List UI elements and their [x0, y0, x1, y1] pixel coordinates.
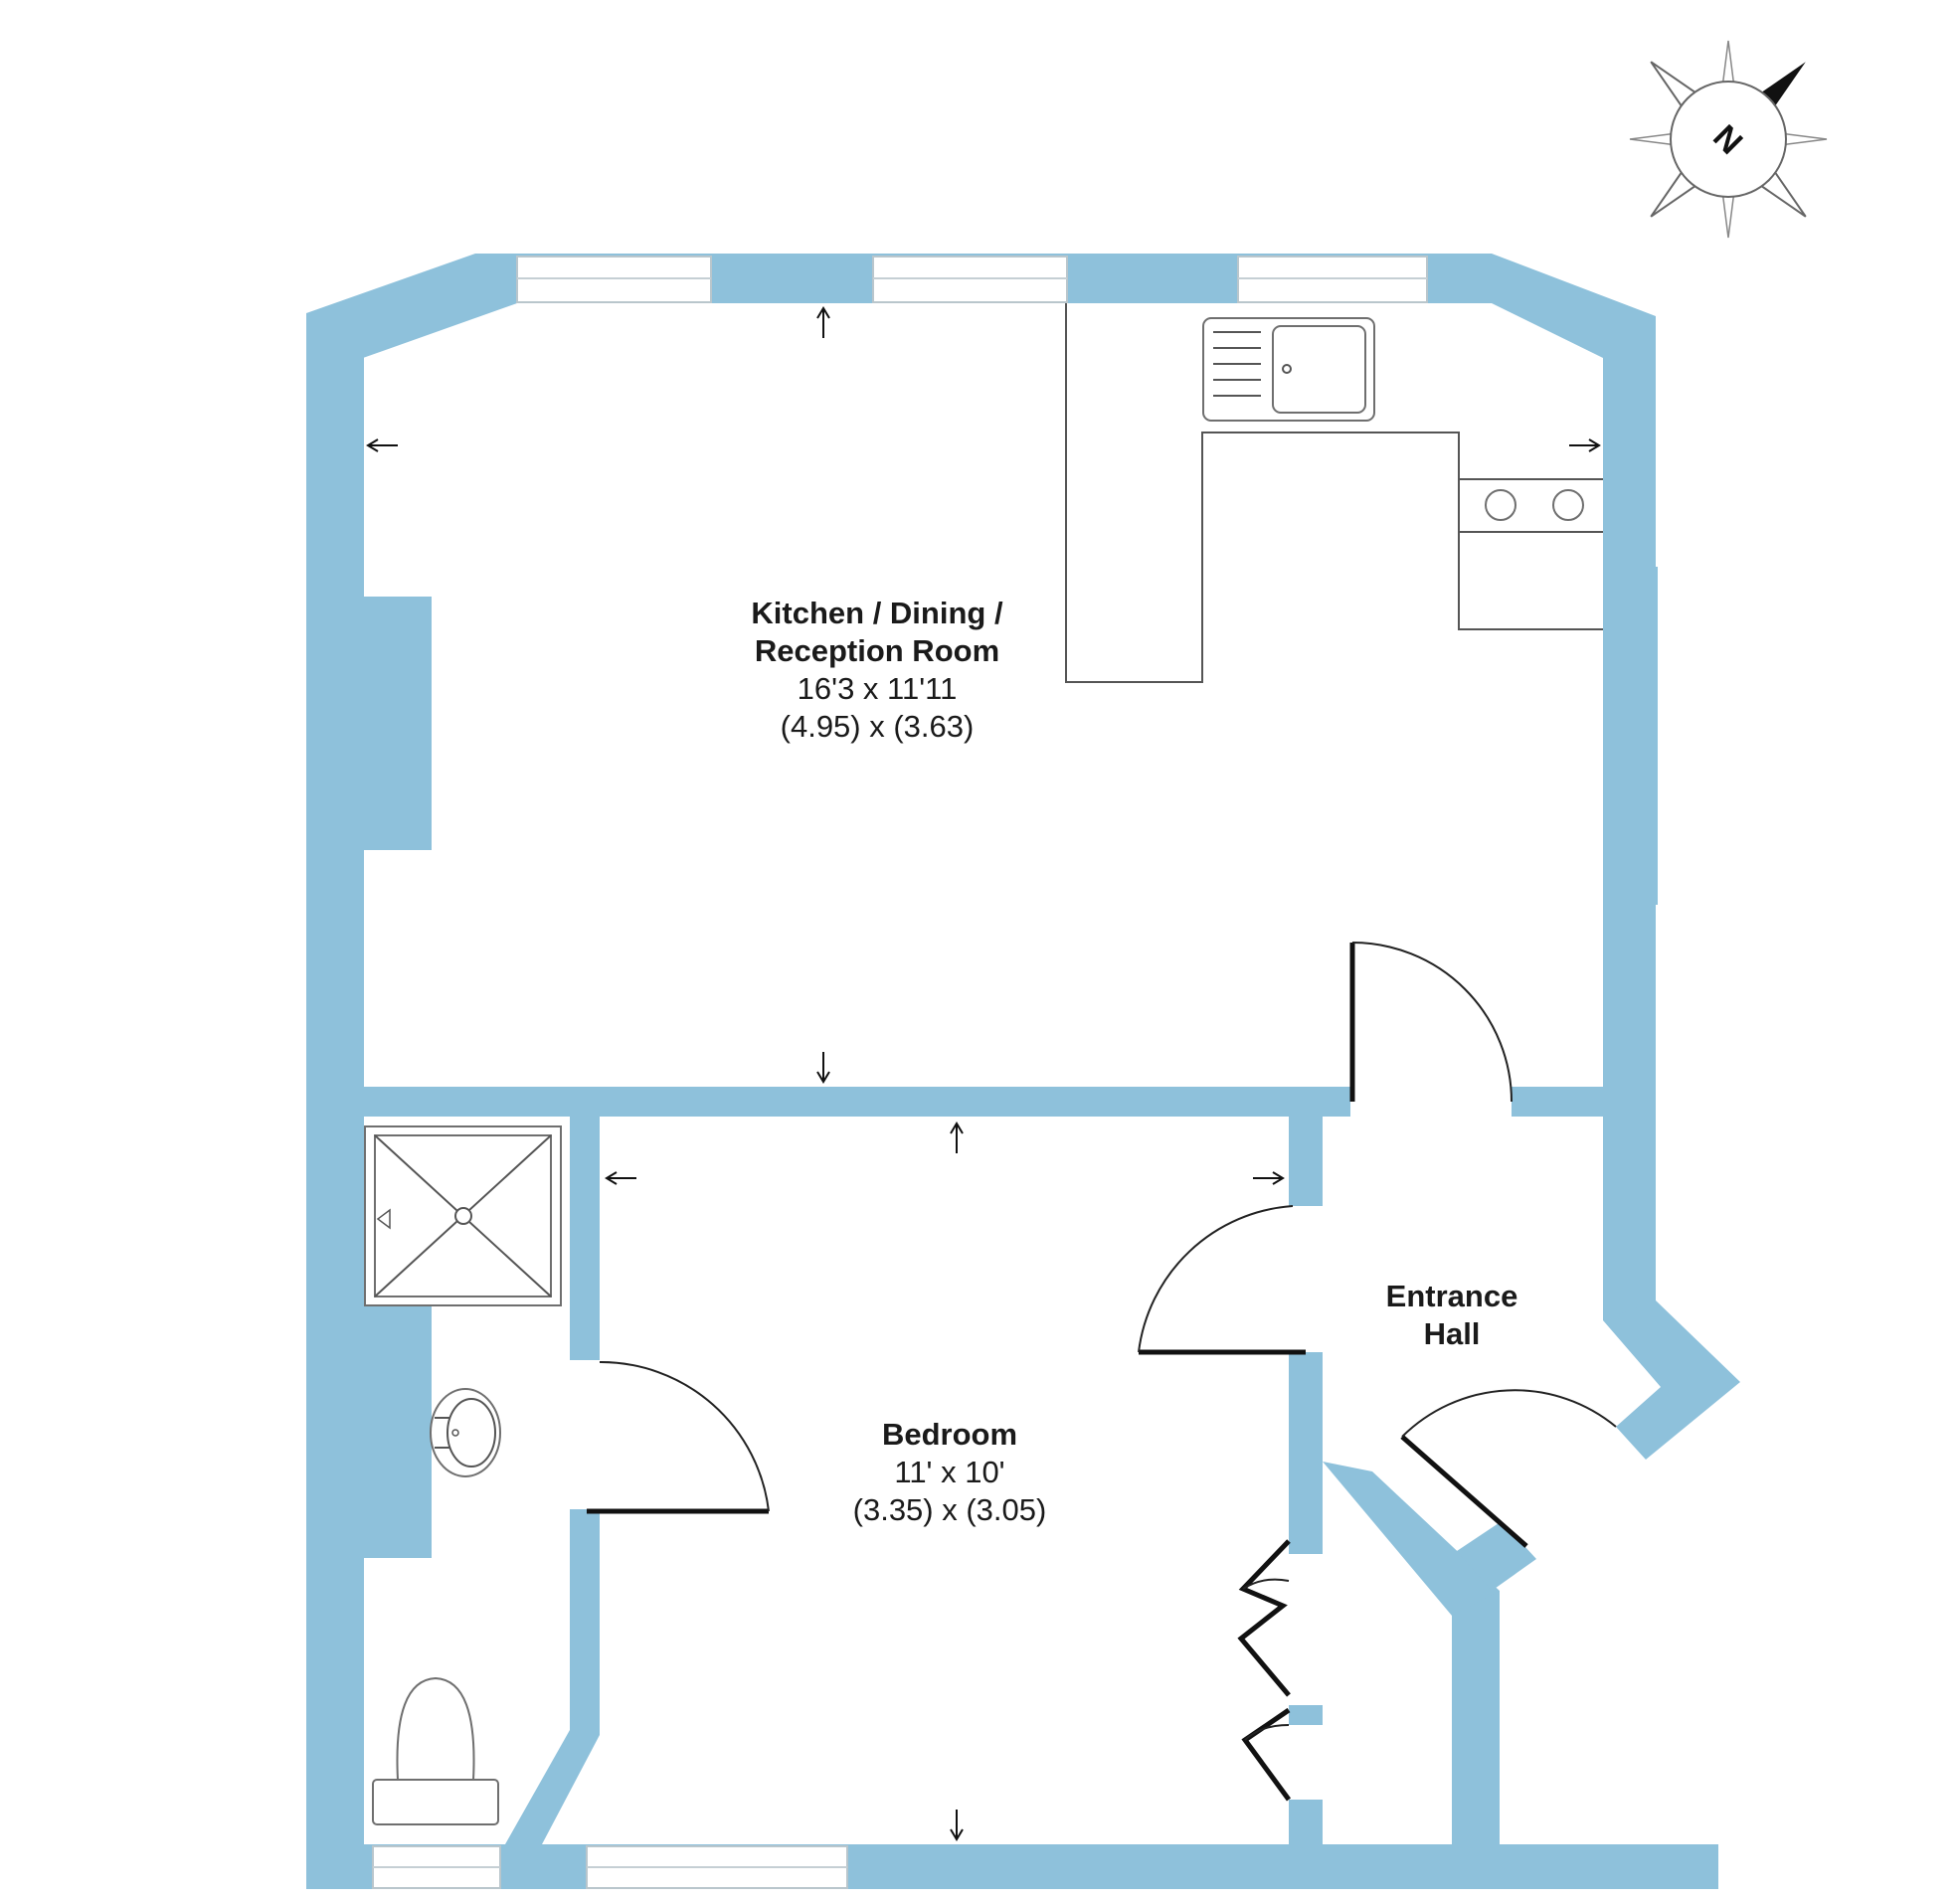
kitchen-name-line2: Reception Room: [755, 633, 999, 668]
kitchen-units: [1065, 303, 1603, 683]
entrance-hall-label: Entrance Hall: [1386, 1279, 1518, 1351]
entrance-hall-name-line2: Hall: [1424, 1316, 1481, 1351]
walls: [306, 254, 1740, 1889]
kitchen-dims-metric: (4.95) x (3.63): [781, 709, 975, 744]
bedroom-dims-imperial: 11' x 10': [894, 1455, 1004, 1489]
windows: [372, 256, 1428, 1889]
kitchen-name-line1: Kitchen / Dining /: [751, 596, 1003, 630]
hob-icon: [1485, 489, 1584, 521]
sink-icon: [1202, 317, 1375, 422]
washbasin-icon: [430, 1388, 501, 1477]
bedroom-dims-metric: (3.35) x (3.05): [853, 1492, 1047, 1527]
bedroom-label: Bedroom 11' x 10' (3.35) x (3.05): [853, 1417, 1047, 1527]
entrance-hall-name-line1: Entrance: [1386, 1279, 1518, 1313]
shower-tray-icon: [364, 1125, 562, 1306]
dimension-arrows: [366, 306, 1601, 1841]
north-compass-icon: N: [1629, 40, 1828, 239]
bedroom-name: Bedroom: [882, 1417, 1017, 1452]
kitchen-label: Kitchen / Dining / Reception Room 16'3 x…: [751, 596, 1003, 744]
kitchen-dims-imperial: 16'3 x 11'11: [798, 671, 958, 706]
toilet-icon: [372, 1676, 499, 1825]
doors: [587, 942, 1617, 1802]
